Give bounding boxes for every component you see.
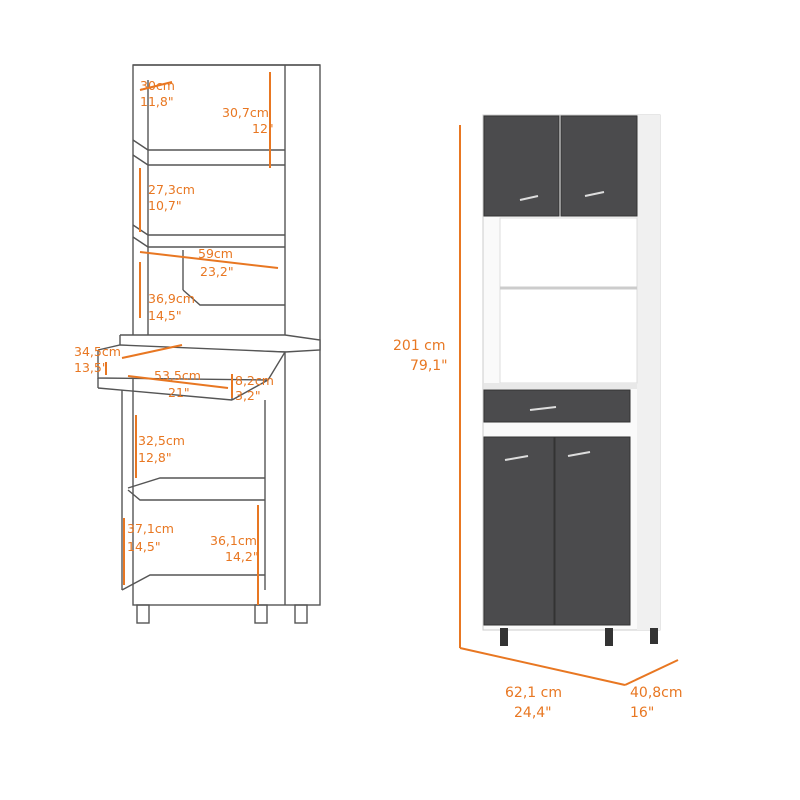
dim-label: 32,5cm xyxy=(138,433,185,448)
dim-label: 34,5cm xyxy=(74,344,121,359)
dim-label: 12" xyxy=(252,121,274,136)
dim-label: 30,7cm xyxy=(222,105,269,120)
dim-label: 14,2" xyxy=(225,549,259,564)
width-label: 24,4" xyxy=(514,705,552,721)
dim-label: 36,9cm xyxy=(148,291,195,306)
dim-label: 3,2" xyxy=(235,388,261,403)
dim-label: 11,8" xyxy=(140,94,174,109)
product-view: 201 cm 79,1" 62,1 cm 24,4" 40,8cm 16" xyxy=(393,114,683,721)
depth-label: 16" xyxy=(630,705,654,721)
dim-label: 10,7" xyxy=(148,198,182,213)
dim-label: 12,8" xyxy=(138,450,172,465)
depth-label: 40,8cm xyxy=(630,685,683,701)
dim-label: 8,2cm xyxy=(235,373,274,388)
dim-label: 59cm xyxy=(198,246,233,261)
dim-label: 14,5" xyxy=(127,539,161,554)
height-label: 79,1" xyxy=(410,358,448,374)
dim-label: 23,2" xyxy=(200,264,234,279)
dim-label: 36,1cm xyxy=(210,533,257,548)
dim-label: 27,3cm xyxy=(148,182,195,197)
dim-label: 21" xyxy=(168,385,190,400)
height-label: 201 cm xyxy=(393,338,446,354)
dim-label: 14,5" xyxy=(148,308,182,323)
dim-label: 30cm xyxy=(140,78,175,93)
line-drawing: 30cm 11,8" 30,7cm 12" 27,3cm 10,7" 59cm … xyxy=(74,64,321,624)
dim-label: 53,5cm xyxy=(154,368,201,383)
dim-label: 37,1cm xyxy=(127,521,174,536)
width-label: 62,1 cm xyxy=(505,685,562,701)
dim-label: 13,5" xyxy=(74,360,108,375)
